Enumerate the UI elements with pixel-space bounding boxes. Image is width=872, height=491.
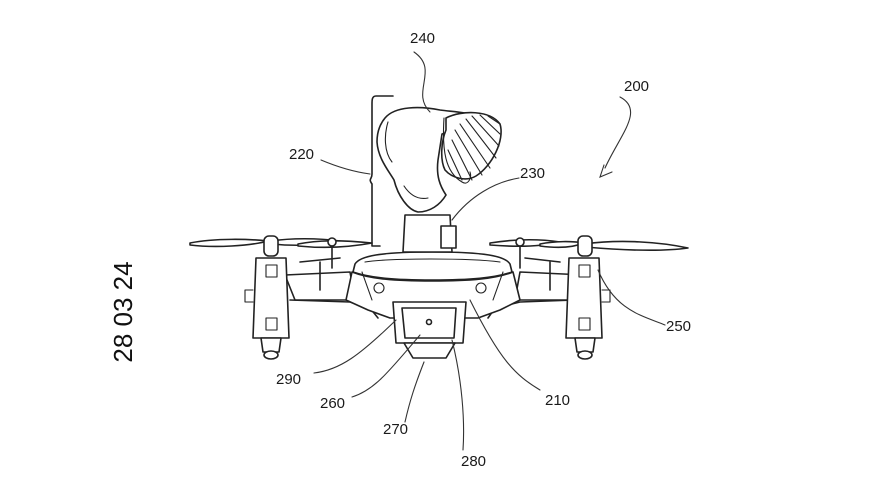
label-230: 230 [520, 165, 545, 182]
label-290: 290 [276, 371, 301, 388]
leader-lines [313, 51, 666, 451]
label-210: 210 [545, 392, 570, 409]
label-260: 260 [320, 395, 345, 412]
bracket-220 [369, 95, 394, 247]
left-leg [244, 235, 290, 360]
label-250: 250 [666, 318, 691, 335]
label-240: 240 [410, 30, 435, 47]
reference-labels: 240 200 220 230 250 290 210 260 270 280 [276, 30, 691, 470]
label-270: 270 [383, 421, 408, 438]
label-200: 200 [624, 78, 649, 95]
label-220: 220 [289, 146, 314, 163]
drone-body [345, 251, 521, 319]
right-leg [565, 235, 611, 360]
payload-cylinder [402, 214, 457, 253]
camera-module [392, 301, 467, 359]
side-date: 28 03 24 [108, 261, 138, 362]
left-propeller-blades [189, 237, 373, 249]
label-280: 280 [461, 453, 486, 470]
hand-figure [376, 106, 502, 213]
